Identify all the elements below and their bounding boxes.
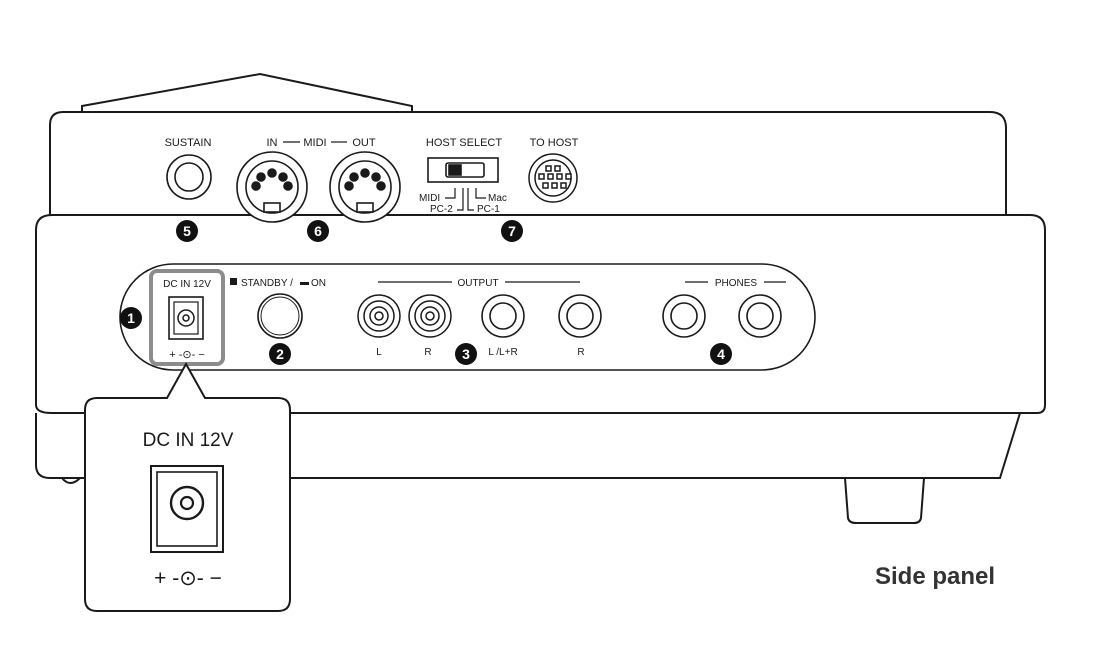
output-r2-label: R — [577, 347, 584, 358]
svg-text:5: 5 — [183, 223, 191, 239]
dc-polarity-label: + -⊙- − — [169, 349, 205, 361]
svg-text:6: 6 — [314, 223, 322, 239]
marker-6: 6 — [307, 220, 329, 242]
host-pc1-label: PC-1 — [477, 204, 500, 215]
midi-in-label: IN — [267, 137, 278, 149]
phones-label: PHONES — [715, 278, 758, 289]
dc-in-label: DC IN 12V — [163, 279, 211, 290]
midi-in-port — [236, 151, 308, 223]
standby-icon — [230, 278, 237, 285]
output-r-label: R — [424, 347, 431, 358]
svg-text:2: 2 — [276, 346, 284, 362]
callout-title: DC IN 12V — [143, 430, 234, 451]
host-select-label: HOST SELECT — [426, 137, 502, 149]
marker-1: 1 — [120, 307, 142, 329]
output-rca-l — [357, 294, 401, 338]
output-jack-l-lr — [481, 294, 525, 338]
on-icon — [300, 282, 309, 285]
host-select-switch — [427, 157, 499, 183]
midi-title-label: MIDI — [303, 137, 326, 149]
output-l-label: L — [376, 347, 382, 358]
host-select-brackets — [445, 188, 486, 211]
midi-out-label: OUT — [352, 137, 376, 149]
midi-out-port — [329, 151, 401, 223]
marker-4: 4 — [710, 343, 732, 365]
phones-jack-2 — [738, 294, 782, 338]
host-mac-label: Mac — [488, 193, 507, 204]
output-rca-r — [408, 294, 452, 338]
svg-text:4: 4 — [717, 346, 725, 362]
dc-in-jack — [168, 296, 204, 340]
marker-3: 3 — [455, 343, 477, 365]
front-connector-panel — [119, 263, 816, 371]
on-label: ON — [311, 278, 326, 289]
host-pc2-label: PC-2 — [430, 204, 453, 215]
to-host-port — [528, 153, 578, 203]
to-host-label: TO HOST — [530, 137, 579, 149]
output-l-lr-label: L /L+R — [488, 347, 517, 358]
callout-polarity: + -⊙- − — [154, 567, 222, 590]
standby-on-switch — [257, 293, 303, 339]
diagram-caption: Side panel — [875, 563, 995, 590]
phones-jack-1 — [662, 294, 706, 338]
marker-5: 5 — [176, 220, 198, 242]
svg-text:1: 1 — [127, 310, 135, 326]
svg-text:3: 3 — [462, 346, 470, 362]
callout-dc-jack — [150, 465, 224, 553]
sustain-label: SUSTAIN — [165, 137, 212, 149]
output-jack-r — [558, 294, 602, 338]
output-label: OUTPUT — [457, 278, 498, 289]
svg-text:7: 7 — [508, 223, 516, 239]
standby-on-label: STANDBY / — [241, 278, 293, 289]
sustain-jack — [166, 154, 212, 200]
host-midi-label: MIDI — [419, 193, 440, 204]
marker-2: 2 — [269, 343, 291, 365]
marker-7: 7 — [501, 220, 523, 242]
